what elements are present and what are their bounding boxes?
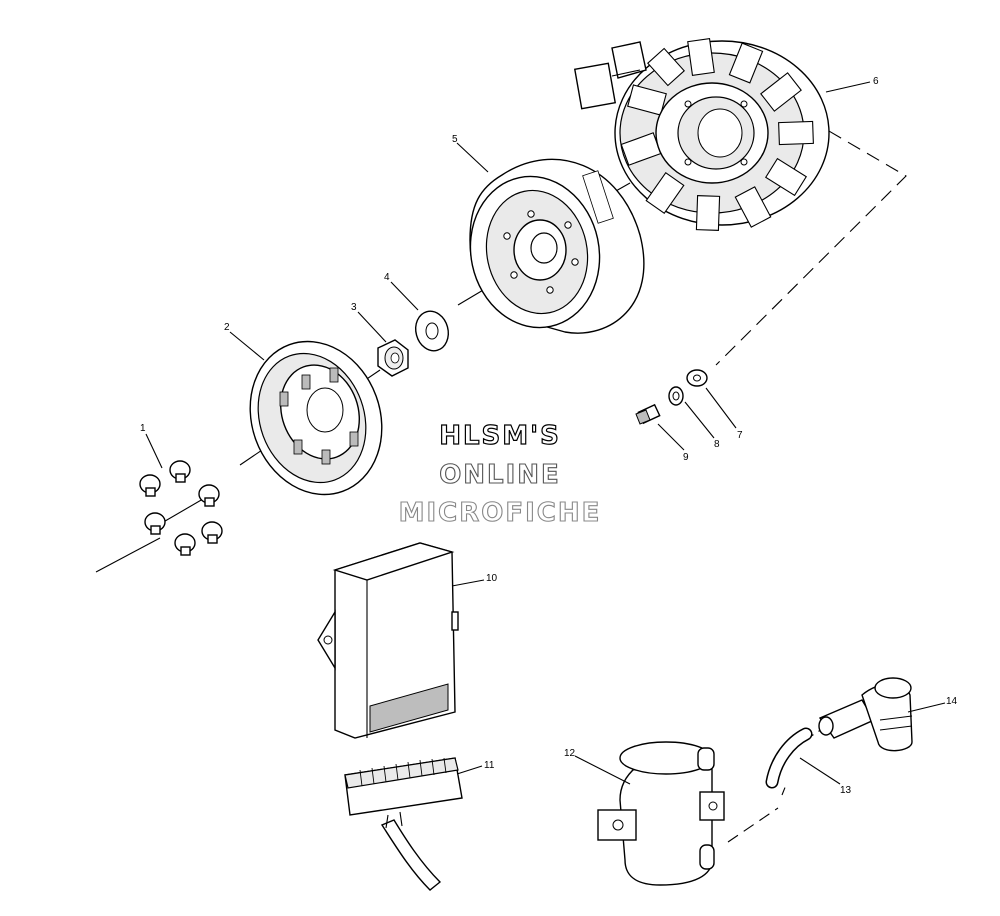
callout-13: 13: [840, 785, 852, 796]
callout-3: 3: [351, 302, 357, 313]
lock-washer-part-8: [668, 386, 684, 406]
flywheel-part-5: [469, 158, 645, 334]
callout-5: 5: [452, 134, 458, 145]
callout-2: 2: [224, 322, 230, 333]
ignition-coil-part-12: [597, 741, 725, 886]
washer-part-7: [686, 369, 708, 387]
stator-part-6: [573, 38, 830, 231]
callout-9: 9: [683, 452, 689, 463]
screw-part-9: [635, 403, 661, 425]
leader-lines: [145, 81, 946, 785]
callout-14: 14: [946, 696, 958, 707]
callout-numbers: 1 2 3 4 5 6 7 8 9 10 11 12 13 14: [140, 76, 958, 796]
connector-part-11: [344, 757, 463, 891]
callout-10: 10: [486, 573, 498, 584]
callout-7: 7: [737, 430, 743, 441]
spark-plug-wire-part-13: [765, 727, 813, 789]
callout-8: 8: [714, 439, 720, 450]
cdi-box-part-10: [317, 542, 459, 739]
callout-1: 1: [140, 423, 146, 434]
callout-12: 12: [564, 748, 576, 759]
washer-part-4: [415, 310, 449, 352]
callout-6: 6: [873, 76, 879, 87]
spark-plug-cap-part-14: [818, 677, 913, 752]
callout-4: 4: [384, 272, 390, 283]
callout-11: 11: [484, 760, 495, 771]
bolts-part-1: [139, 460, 223, 556]
nut-part-3: [377, 339, 409, 377]
starter-cup-part-2: [249, 340, 383, 496]
